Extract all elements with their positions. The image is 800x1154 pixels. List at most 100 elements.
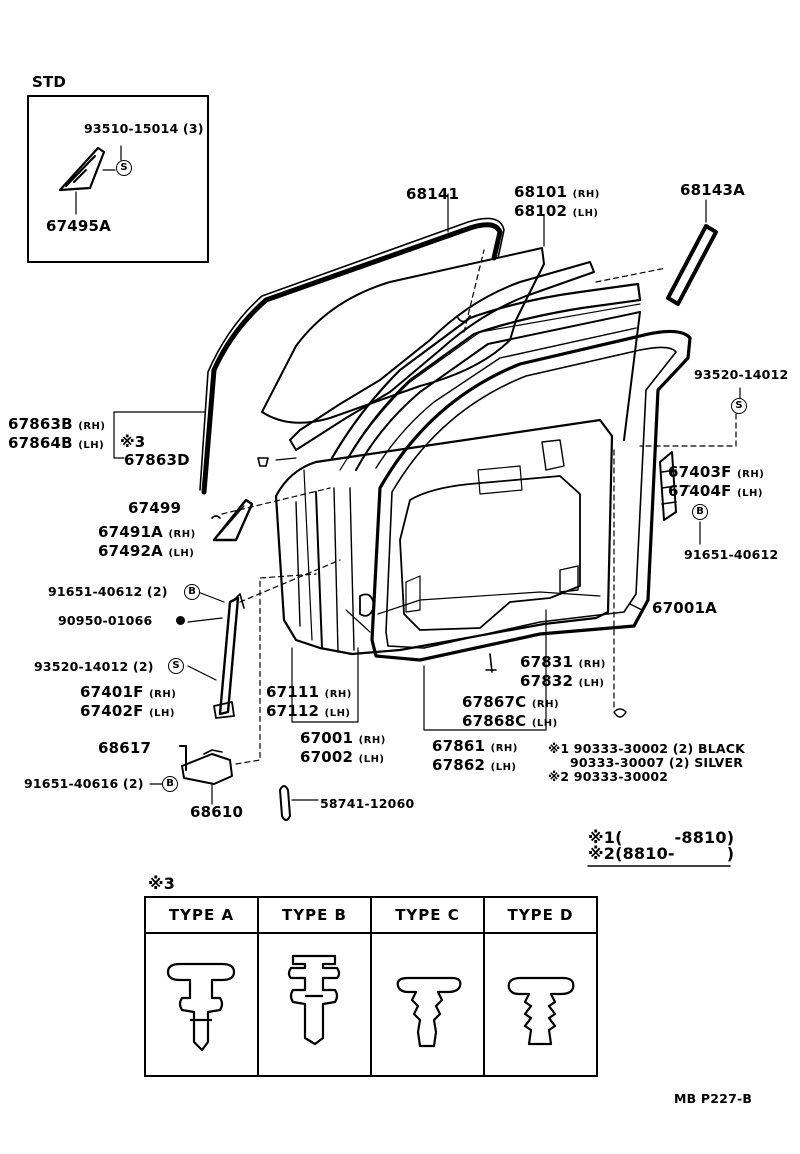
note-1: ※1 90333-30002 (2) BLACK — [548, 741, 746, 756]
lh-tag: (LH) — [531, 718, 558, 729]
rh-tag: (RH) — [168, 529, 196, 540]
lh-tag: (LH) — [78, 440, 105, 451]
label-67831: 67831 — [520, 653, 574, 671]
label-67401F-67402F: 67401F (RH) 67402F (LH) — [80, 684, 176, 722]
note-3: ※2 90333-30002 — [548, 769, 669, 784]
part-68610-check — [181, 753, 233, 785]
mark-3: ※3 — [120, 433, 146, 451]
label-67863D: 67863D — [124, 451, 190, 469]
clip-type-table: TYPE A TYPE B TYPE C — [144, 896, 598, 1077]
label-93520-a: 93520-14012 — [694, 367, 789, 382]
label-67112: 67112 — [266, 702, 320, 720]
lh-tag: (LH) — [490, 762, 517, 773]
label-91651-b: 91651-40612 (2) — [48, 584, 168, 599]
label-67403F-67404F: 67403F (RH) 67404F (LH) — [668, 464, 764, 502]
legend-row-2: ※2(8810- ) — [588, 844, 735, 863]
lh-tag: (LH) — [168, 548, 195, 559]
grommet-dot-icon — [176, 616, 185, 625]
label-67491A-67492A: 67491A (RH) 67492A (LH) — [98, 524, 196, 562]
label-67863B-67864B: 67863B (RH) 67864B (LH) — [8, 416, 105, 454]
label-67001A: 67001A — [652, 599, 717, 617]
label-67831-67832: 67831 (RH) 67832 (LH) — [520, 654, 606, 692]
label-67864B: 67864B — [8, 434, 73, 452]
s-circle-icon: S — [168, 658, 184, 674]
label-67499: 67499 — [128, 499, 182, 517]
clip-type-d-icon — [485, 934, 596, 1075]
note-2: 90333-30007 (2) SILVER — [570, 755, 744, 770]
s-circle-icon: S — [731, 398, 747, 414]
label-67402F: 67402F — [80, 702, 144, 720]
label-67491A: 67491A — [98, 523, 163, 541]
b-circle-icon: B — [184, 584, 200, 600]
label-90950: 90950-01066 — [58, 613, 153, 628]
label-67001-67002: 67001 (RH) 67002 (LH) — [300, 730, 386, 768]
diagram-code: MB P227-B — [674, 1091, 753, 1106]
legend-row-1: ※1( -8810) — [588, 828, 735, 847]
part-58741-cushion — [279, 785, 291, 821]
table-title: ※3 — [148, 874, 176, 893]
part-67491A — [212, 498, 254, 542]
label-67111-67112: 67111 (RH) 67112 (LH) — [266, 684, 352, 722]
label-91651-a: 91651-40612 — [684, 547, 779, 562]
rh-tag: (RH) — [324, 689, 352, 700]
type-header-d: TYPE D — [485, 898, 596, 934]
part-67001-door-shell — [274, 418, 614, 656]
part-67403F-hinge — [659, 451, 677, 521]
rh-tag: (RH) — [149, 689, 177, 700]
label-68141: 68141 — [406, 185, 460, 203]
part-67863B — [289, 261, 595, 451]
label-93520-b: 93520-14012 (2) — [34, 659, 154, 674]
label-67862: 67862 — [432, 756, 486, 774]
label-68101-68102: 68101 (RH) 68102 (LH) — [514, 184, 600, 222]
label-67868C: 67868C — [462, 712, 527, 730]
lh-tag: (LH) — [578, 678, 605, 689]
label-67401F: 67401F — [80, 683, 144, 701]
label-58741: 58741-12060 — [320, 796, 415, 811]
label-67001: 67001 — [300, 729, 354, 747]
clip-type-c-icon — [372, 934, 483, 1075]
rh-tag: (RH) — [572, 189, 600, 200]
type-header-b: TYPE B — [259, 898, 370, 934]
rh-tag: (RH) — [578, 659, 606, 670]
rh-tag: (RH) — [531, 699, 560, 710]
label-93510: 93510-15014 (3) — [84, 121, 204, 136]
label-67111: 67111 — [266, 683, 320, 701]
b-circle-icon: B — [692, 504, 708, 520]
legend: ※1( -8810) ※2(8810- ) — [588, 830, 734, 862]
label-67861-67862: 67861 (RH) 67862 (LH) — [432, 738, 518, 776]
label-68102: 68102 — [514, 202, 568, 220]
part-67495A — [58, 146, 106, 192]
part-68101-glass — [261, 247, 545, 424]
rh-tag: (RH) — [78, 421, 106, 432]
clip-type-b-icon — [259, 934, 370, 1075]
s-circle-icon: S — [116, 160, 132, 176]
label-67867C: 67867C — [462, 693, 527, 711]
label-67492A: 67492A — [98, 542, 163, 560]
b-circle-icon: B — [162, 776, 178, 792]
label-68101: 68101 — [514, 183, 568, 201]
lh-tag: (LH) — [149, 708, 175, 719]
type-column-d: TYPE D — [485, 898, 596, 1075]
part-68143A — [666, 224, 718, 306]
type-column-c: TYPE C — [372, 898, 485, 1075]
clip-notes: ※1 90333-30002 (2) BLACK 90333-30007 (2)… — [548, 742, 745, 784]
label-67863B: 67863B — [8, 415, 73, 433]
clip-type-a-icon — [146, 934, 257, 1075]
label-67404F: 67404F — [668, 482, 732, 500]
std-label: STD — [32, 73, 67, 91]
lh-tag: (LH) — [737, 488, 763, 499]
label-67403F: 67403F — [668, 463, 732, 481]
lh-tag: (LH) — [324, 708, 351, 719]
part-68141 — [201, 222, 503, 495]
label-68610: 68610 — [190, 803, 244, 821]
label-67832: 67832 — [520, 672, 574, 690]
label-67861: 67861 — [432, 737, 486, 755]
label-67495A: 67495A — [46, 217, 111, 235]
label-68143A: 68143A — [680, 181, 745, 199]
label-91651-c: 91651-40616 (2) — [24, 776, 144, 791]
rh-tag: (RH) — [358, 735, 386, 746]
part-67401F-hinge — [218, 596, 240, 716]
lh-tag: (LH) — [572, 208, 599, 219]
